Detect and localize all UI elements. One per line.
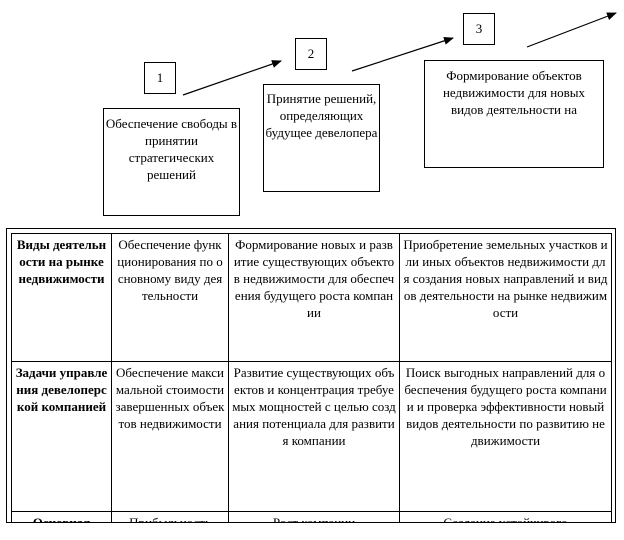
- table-row-tasks: Задачи управления девелоперской компание…: [11, 361, 612, 512]
- table-cell: Поиск выгодных направлений для обеспечен…: [399, 361, 612, 512]
- table-cell: Создание устойчивого: [399, 511, 612, 522]
- table-row-main: Основная Прибыльность Рост компании Созд…: [11, 511, 612, 522]
- row-header-activities: Виды деятельности на рынке недвижимости: [11, 233, 112, 362]
- table-cell: Приобретение земельных участков или иных…: [399, 233, 612, 362]
- arrow-1-to-2: [182, 60, 282, 96]
- table-cell: Формирование новых и развитие существующ…: [228, 233, 400, 362]
- stage-text-1: Обеспечение свободы в принятии стратегич…: [105, 116, 238, 182]
- stage-box-3: Формирование объектов недвижимости для н…: [424, 60, 604, 168]
- stage-number-1: 1: [144, 62, 176, 94]
- arrow-3-onward: [526, 12, 617, 48]
- table-cell: Развитие существующих объектов и концент…: [228, 361, 400, 512]
- table-cell: Рост компании: [228, 511, 400, 522]
- row-header-main: Основная: [11, 511, 112, 522]
- table-cell: Прибыльность: [111, 511, 229, 522]
- stage-number-2: 2: [295, 38, 327, 70]
- stage-text-3: Формирование объектов недвижимости для н…: [442, 68, 586, 117]
- comparison-table-frame: Виды деятельности на рынке недвижимости …: [6, 228, 616, 523]
- table-cell: Обеспечение максимальной стоимости завер…: [111, 361, 229, 512]
- comparison-table: Виды деятельности на рынке недвижимости …: [11, 233, 612, 522]
- stage-text-2: Принятие решений, определяющих будущее д…: [265, 91, 378, 140]
- stage-arrows: [182, 12, 617, 96]
- stage-box-2: Принятие решений, определяющих будущее д…: [263, 84, 380, 192]
- stage-box-1: Обеспечение свободы в принятии стратегич…: [103, 108, 240, 216]
- row-header-tasks: Задачи управления девелоперской компание…: [11, 361, 112, 512]
- table-cell: Обеспечение функционирования по основном…: [111, 233, 229, 362]
- table-row-activities: Виды деятельности на рынке недвижимости …: [11, 233, 612, 362]
- arrow-2-to-3: [351, 36, 454, 72]
- stage-number-3: 3: [463, 13, 495, 45]
